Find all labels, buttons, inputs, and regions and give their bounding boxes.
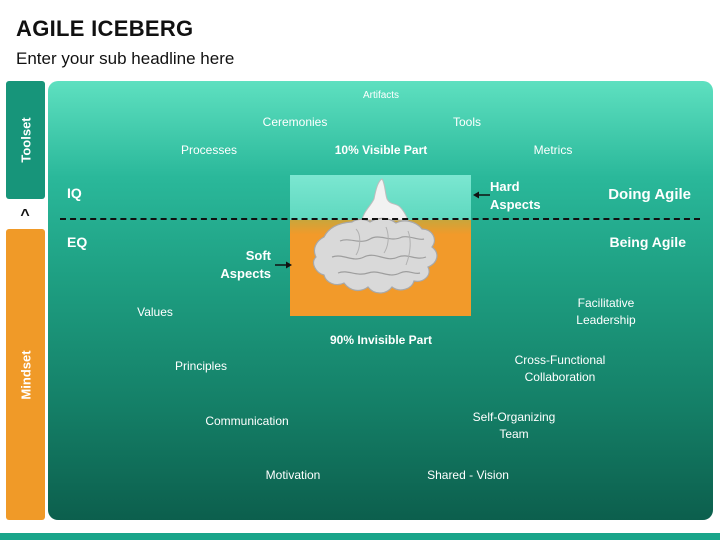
self-organizing-line1: Self-Organizing <box>472 410 556 424</box>
cross-functional-line2: Collaboration <box>524 370 596 384</box>
hard-aspects-line1: Hard <box>490 179 520 194</box>
waterline-divider <box>60 218 700 220</box>
label-metrics: Metrics <box>533 143 573 157</box>
arrow-right-icon <box>275 261 292 269</box>
divider-caret-icon: ^ <box>20 207 30 224</box>
label-facilitative-leadership: Facilitative Leadership <box>541 295 671 329</box>
label-values: Values <box>137 305 173 319</box>
label-soft-aspects: Soft Aspects <box>220 247 271 283</box>
label-hard-aspects: Hard Aspects <box>490 178 541 214</box>
iceberg-illustration <box>290 175 471 316</box>
soft-aspects-line2: Aspects <box>220 266 271 281</box>
label-artifacts: Artifacts <box>362 90 400 101</box>
hard-aspects-line2: Aspects <box>490 197 541 212</box>
footer-bar <box>0 533 720 540</box>
page-title: AGILE ICEBERG <box>16 16 194 41</box>
label-communication: Communication <box>205 414 289 428</box>
label-principles: Principles <box>174 359 228 373</box>
label-cross-functional: Cross-Functional Collaboration <box>495 352 625 386</box>
toolset-label: Toolset <box>18 117 33 163</box>
facilitative-line1: Facilitative <box>577 296 635 310</box>
label-doing-agile: Doing Agile <box>608 186 691 203</box>
label-motivation: Motivation <box>265 468 321 482</box>
iceberg-panel: Artifacts Ceremonies Tools Processes 10%… <box>48 81 713 520</box>
label-eq: EQ <box>67 234 88 250</box>
arrow-left-icon <box>473 191 490 199</box>
cross-functional-line1: Cross-Functional <box>514 353 606 367</box>
soft-aspects-line1: Soft <box>245 248 271 263</box>
mindset-sidebar-tab: Mindset <box>6 229 45 520</box>
mindset-label: Mindset <box>18 349 33 400</box>
page-subtitle: Enter your sub headline here <box>16 49 235 68</box>
label-visible-part: 10% Visible Part <box>334 143 428 157</box>
label-iq: IQ <box>67 185 82 201</box>
label-ceremonies: Ceremonies <box>262 115 328 129</box>
self-organizing-line2: Team <box>499 427 529 441</box>
label-being-agile: Being Agile <box>609 234 687 250</box>
label-invisible-part: 90% Invisible Part <box>329 333 433 347</box>
iceberg-icon <box>290 175 471 316</box>
toolset-sidebar-tab: Toolset <box>6 81 45 199</box>
label-shared-vision: Shared - Vision <box>427 468 509 482</box>
label-processes: Processes <box>180 143 238 157</box>
label-self-organizing: Self-Organizing Team <box>449 409 579 443</box>
label-tools: Tools <box>452 115 482 129</box>
facilitative-line2: Leadership <box>576 313 636 327</box>
